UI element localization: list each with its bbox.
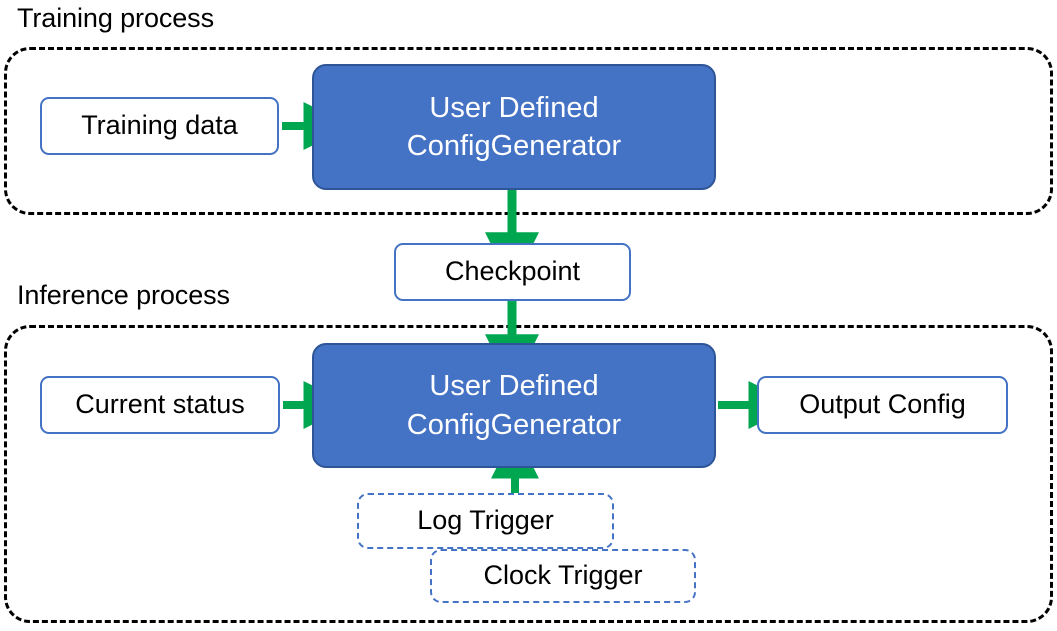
log-trigger-box[interactable]: Log Trigger bbox=[357, 493, 614, 549]
training-process-container bbox=[4, 47, 1053, 215]
current-status-box[interactable]: Current status bbox=[40, 376, 280, 434]
user-defined-configgenerator-training-box[interactable]: User Defined ConfigGenerator bbox=[312, 64, 716, 190]
inference-process-title: Inference process bbox=[17, 280, 230, 310]
training-process-title: Training process bbox=[17, 3, 214, 33]
clock-trigger-box[interactable]: Clock Trigger bbox=[430, 549, 696, 603]
training-data-box[interactable]: Training data bbox=[40, 97, 279, 155]
inference-process-container bbox=[4, 325, 1053, 623]
checkpoint-box[interactable]: Checkpoint bbox=[394, 243, 631, 301]
output-config-box[interactable]: Output Config bbox=[757, 376, 1008, 434]
generator-line-2: ConfigGenerator bbox=[406, 130, 622, 162]
user-defined-configgenerator-inference-box[interactable]: User Defined ConfigGenerator bbox=[312, 343, 716, 468]
generator-line-2: ConfigGenerator bbox=[406, 408, 622, 441]
generator-line-1: User Defined bbox=[429, 91, 599, 124]
generator-line-1: User Defined bbox=[429, 370, 599, 403]
